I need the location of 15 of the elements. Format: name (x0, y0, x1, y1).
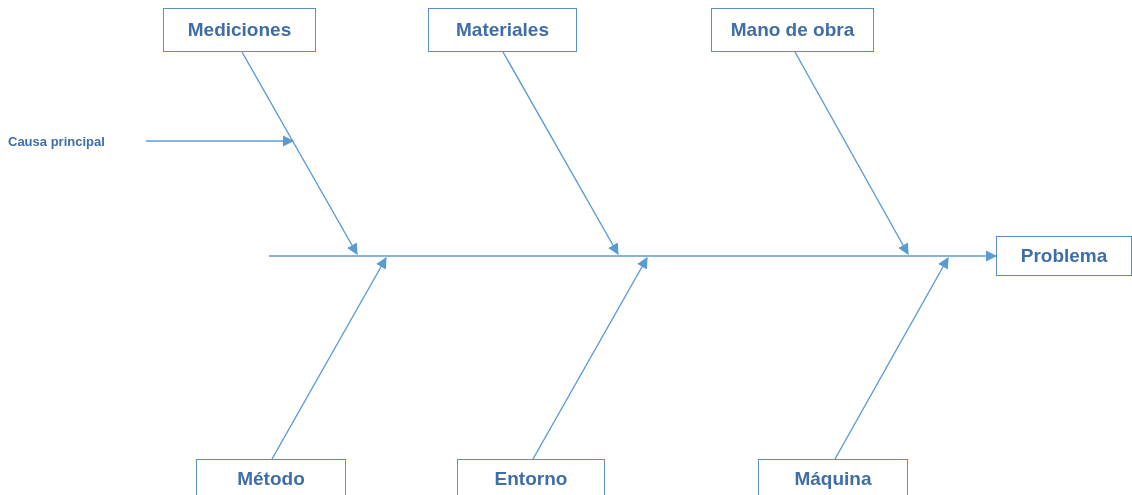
category-box: Mano de obra (711, 8, 874, 52)
arrow (268, 250, 998, 262)
arrow (241, 51, 358, 255)
category-box: Materiales (428, 8, 577, 52)
category-box: Problema (996, 236, 1132, 276)
arrow (794, 51, 909, 255)
arrow (834, 257, 949, 460)
category-box: Mediciones (163, 8, 316, 52)
arrow (532, 257, 648, 460)
arrow (502, 51, 619, 255)
arrow (271, 257, 387, 460)
arrow (145, 135, 295, 147)
category-box: Máquina (758, 459, 908, 495)
category-box: Entorno (457, 459, 605, 495)
category-box: Método (196, 459, 346, 495)
